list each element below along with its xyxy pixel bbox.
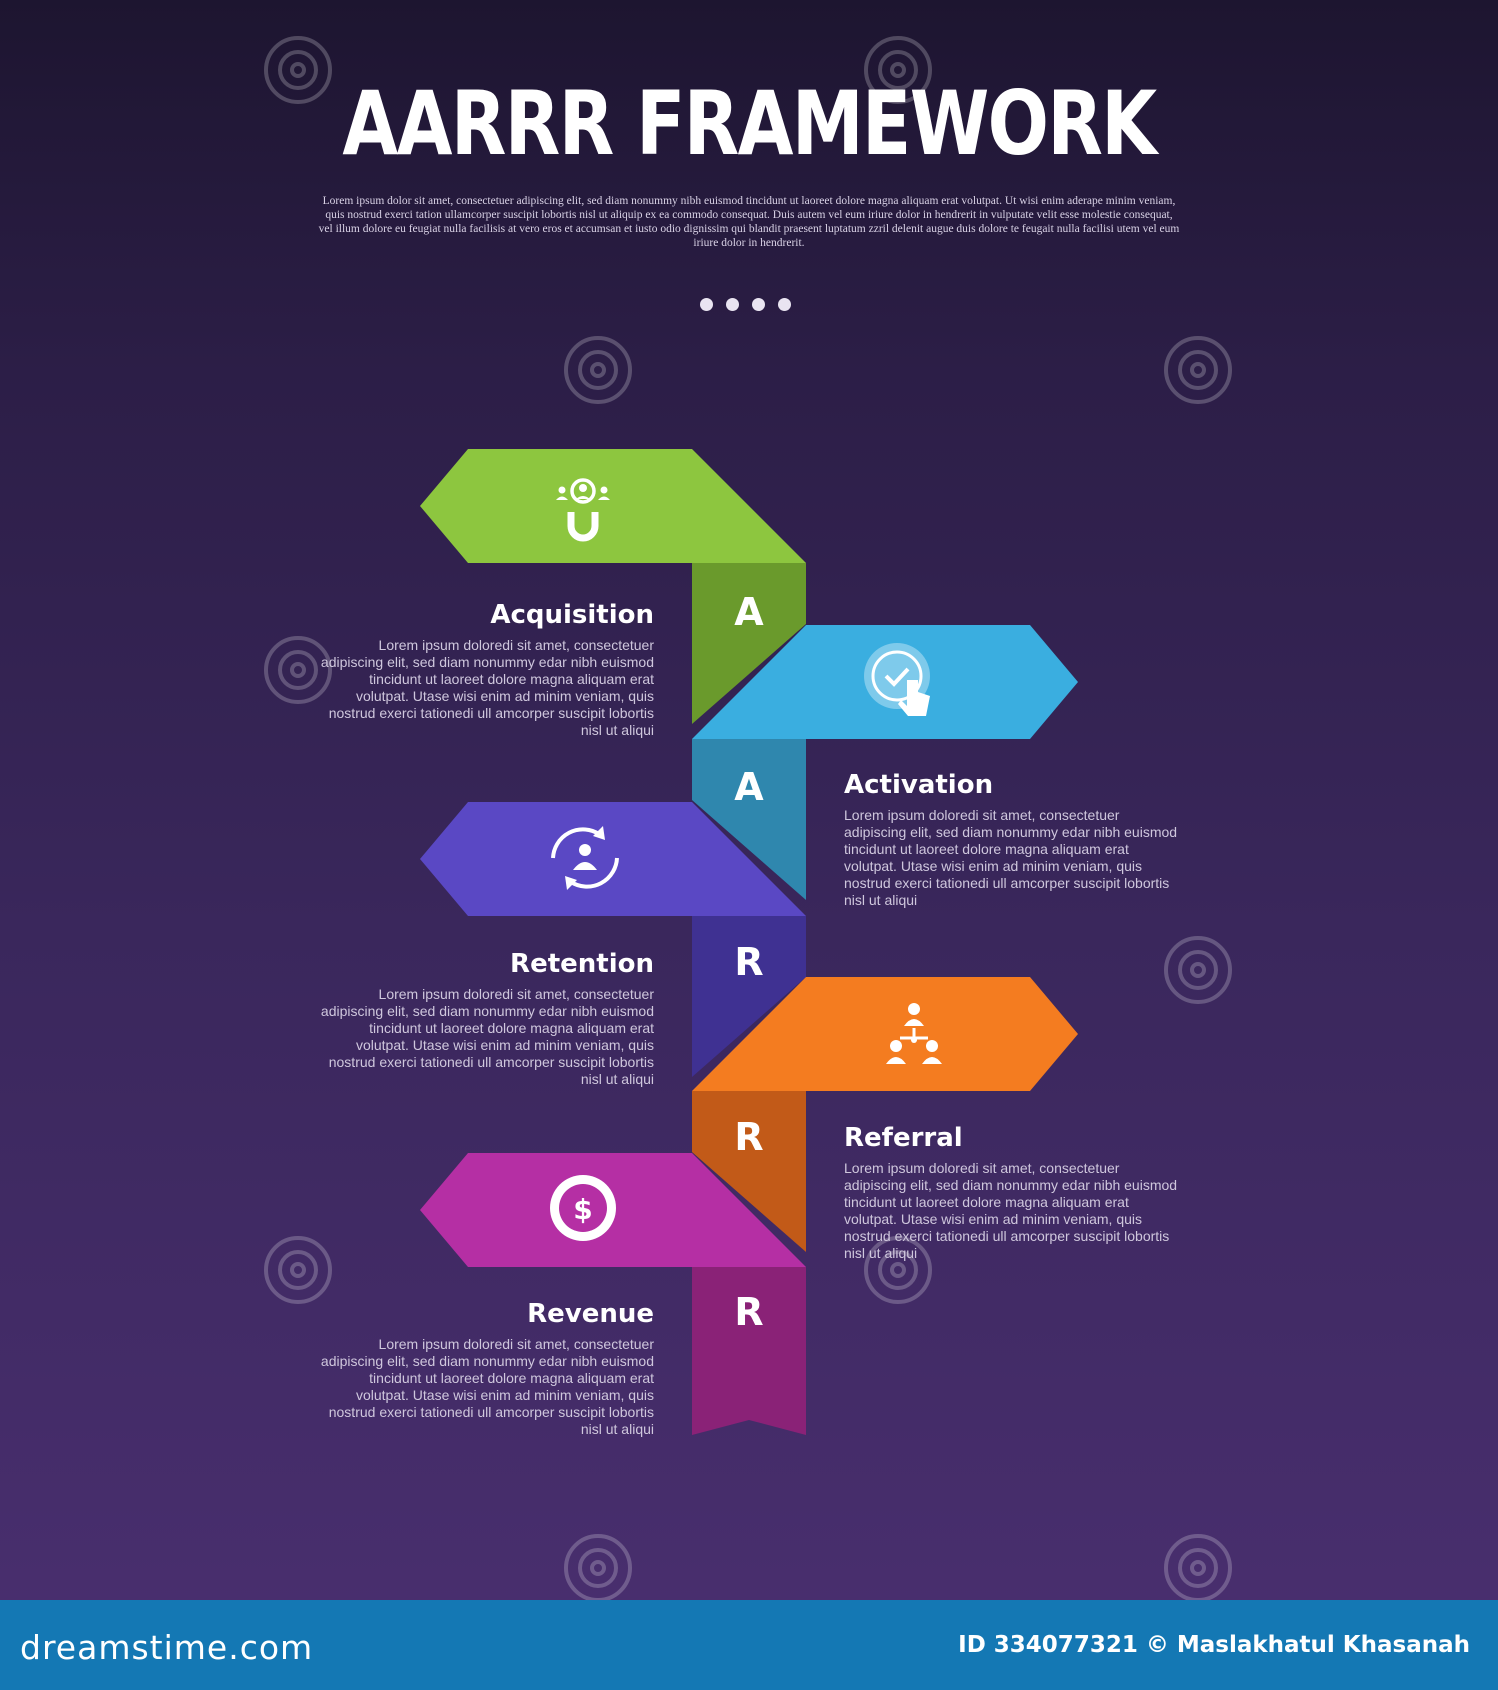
referral-text: Lorem ipsum doloredi sit amet, consectet… [844,1160,1178,1261]
flag-activation [692,625,1078,739]
flag-referral [692,977,1078,1091]
decorative-dots [700,298,791,311]
stem-acquisition [692,563,806,724]
dot [700,298,713,311]
footer-credit: ID 334077321 © Maslakhatul Khasanah [958,1632,1470,1658]
acquisition-text: Lorem ipsum doloredi sit amet, consectet… [320,637,654,738]
infographic-canvas: AARRR FRAMEWORK Lorem ipsum dolor sit am… [264,36,1232,1600]
letter-referral: R [734,1115,764,1159]
stem-retention [692,916,806,1077]
flag-acquisition [420,449,806,563]
intro-paragraph: Lorem ipsum dolor sit amet, consectetuer… [318,195,1180,249]
flag-retention [420,802,806,916]
letter-retention: R [734,940,764,984]
revenue-title: Revenue [527,1299,654,1329]
letter-activation: A [734,765,764,809]
dot [778,298,791,311]
aarrr-diagram: $ [264,36,1232,1600]
footer-brand[interactable]: dreamstime.com [20,1628,314,1667]
retention-text: Lorem ipsum doloredi sit amet, consectet… [320,986,654,1087]
acquisition-title: Acquisition [490,600,654,630]
page-title: AARRR FRAMEWORK [342,72,1157,175]
letter-acquisition: A [734,590,764,634]
dollar-coin-icon: $ [550,1175,616,1241]
touch-check-icon [864,643,930,716]
referral-title: Referral [844,1123,963,1153]
activation-text: Lorem ipsum doloredi sit amet, consectet… [844,807,1178,908]
referral-network-icon [886,1003,942,1064]
user-cycle-icon [551,826,619,890]
dot [752,298,765,311]
dot [726,298,739,311]
watermark-swirl-icon [264,36,1232,1600]
stem-revenue [692,1267,806,1435]
revenue-text: Lorem ipsum doloredi sit amet, consectet… [320,1336,654,1437]
retention-title: Retention [510,949,654,979]
stem-referral [692,1091,806,1252]
footer-bar: dreamstime.com ID 334077321 © Maslakhatu… [0,1600,1498,1690]
svg-text:$: $ [573,1193,592,1226]
letter-revenue: R [734,1290,764,1334]
activation-title: Activation [844,770,994,800]
stem-activation [692,739,806,900]
magnet-users-icon [556,478,610,542]
